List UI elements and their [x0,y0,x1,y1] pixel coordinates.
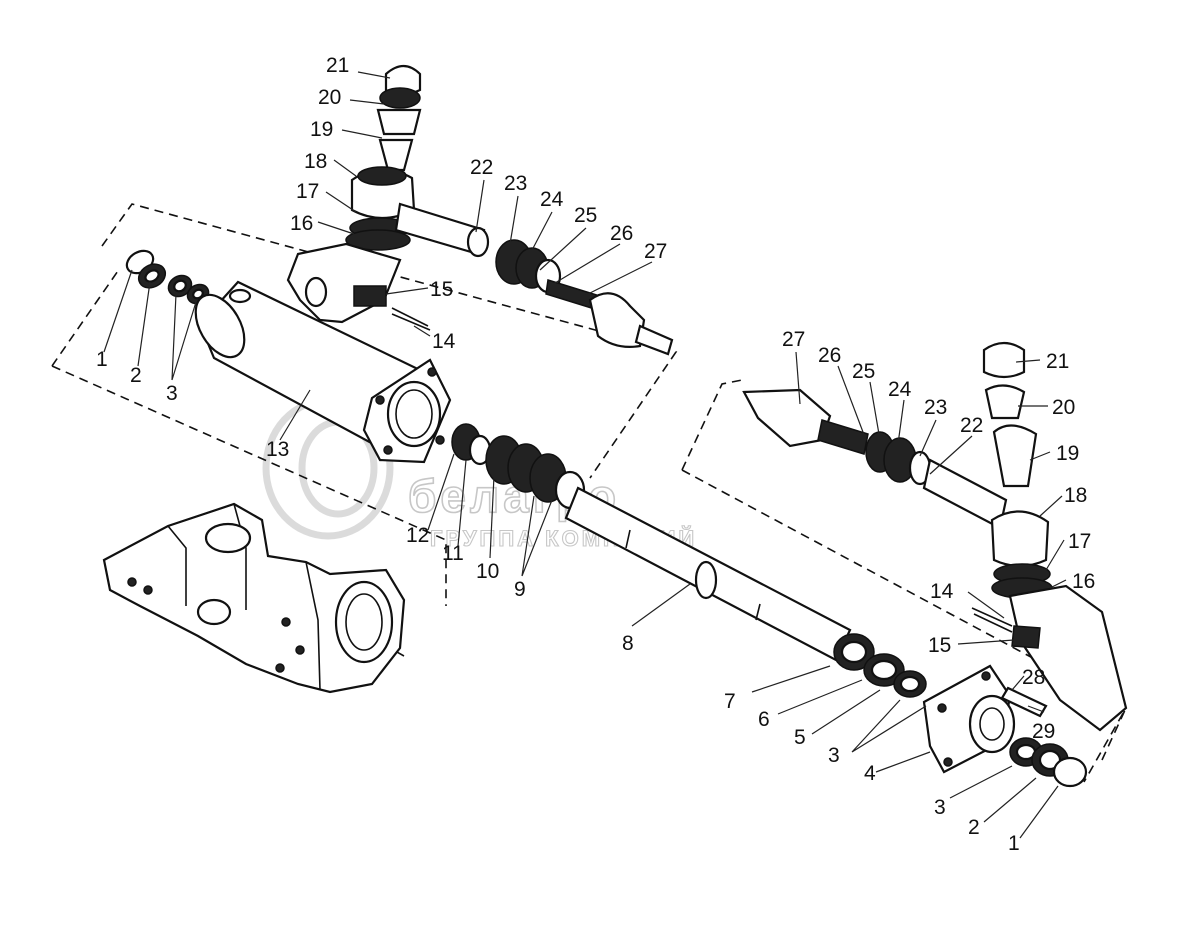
callout-13: 13 [266,438,289,461]
callout-23-left: 23 [504,172,527,195]
callout-15-right: 15 [928,634,951,657]
callout-2-left: 2 [130,364,142,387]
callout-27-right: 27 [782,328,805,351]
right-end-cap [922,664,1048,774]
callout-21-right: 21 [1046,350,1069,373]
gear-housing [102,502,406,694]
callout-2-right: 2 [968,816,980,839]
callout-17-right: 17 [1068,530,1091,553]
callout-6: 6 [758,708,770,731]
callout-22-right: 22 [960,414,983,437]
left-ball-joint-assembly [286,64,490,331]
right-ball-joint-assembly [742,341,1128,732]
callout-15-left: 15 [430,278,453,301]
callout-20-right: 20 [1052,396,1075,419]
callout-3-left: 3 [166,382,178,405]
callout-7: 7 [724,690,736,713]
callout-3-right-b: 3 [934,796,946,819]
callout-1-right: 1 [1008,832,1020,855]
callout-23-right: 23 [924,396,947,419]
callout-labels: 21 20 19 18 17 16 22 23 24 25 26 27 15 1… [96,54,1095,855]
piston-rod-assembly [451,423,852,662]
left-assembly-outline [51,203,678,657]
callout-14-left: 14 [432,330,456,353]
callout-22-left: 22 [470,156,493,179]
callout-16-left: 16 [290,212,313,235]
callout-21-left: 21 [326,54,349,77]
callout-10: 10 [476,560,499,583]
callout-12: 12 [406,524,429,547]
left-end-seals [125,249,210,305]
callout-11: 11 [442,542,464,565]
callout-18-right: 18 [1064,484,1087,507]
callout-27-left: 27 [644,240,667,263]
callout-28: 28 [1022,666,1045,689]
callout-4: 4 [864,762,876,785]
callout-14-right: 14 [930,580,954,603]
left-adjuster-sleeve [495,239,674,356]
callout-17-left: 17 [296,180,319,203]
callout-3-right-a: 3 [828,744,840,767]
callout-24-left: 24 [540,188,564,211]
callout-8: 8 [622,632,634,655]
hydraulic-cylinder [194,280,452,464]
callout-26-right: 26 [818,344,841,367]
callout-26-left: 26 [610,222,633,245]
callout-29: 29 [1032,720,1055,743]
leader-lines [103,71,1067,839]
callout-19-right: 19 [1056,442,1079,465]
callout-19-left: 19 [310,118,333,141]
callout-25-left: 25 [574,204,597,227]
right-end-seals [833,633,1088,788]
callout-24-right: 24 [888,378,912,401]
callout-16-right: 16 [1072,570,1095,593]
callout-25-right: 25 [852,360,875,383]
callout-1-left: 1 [96,348,108,371]
callout-18-left: 18 [304,150,327,173]
callout-5: 5 [794,726,806,749]
callout-9: 9 [514,578,526,601]
callout-20-left: 20 [318,86,341,109]
